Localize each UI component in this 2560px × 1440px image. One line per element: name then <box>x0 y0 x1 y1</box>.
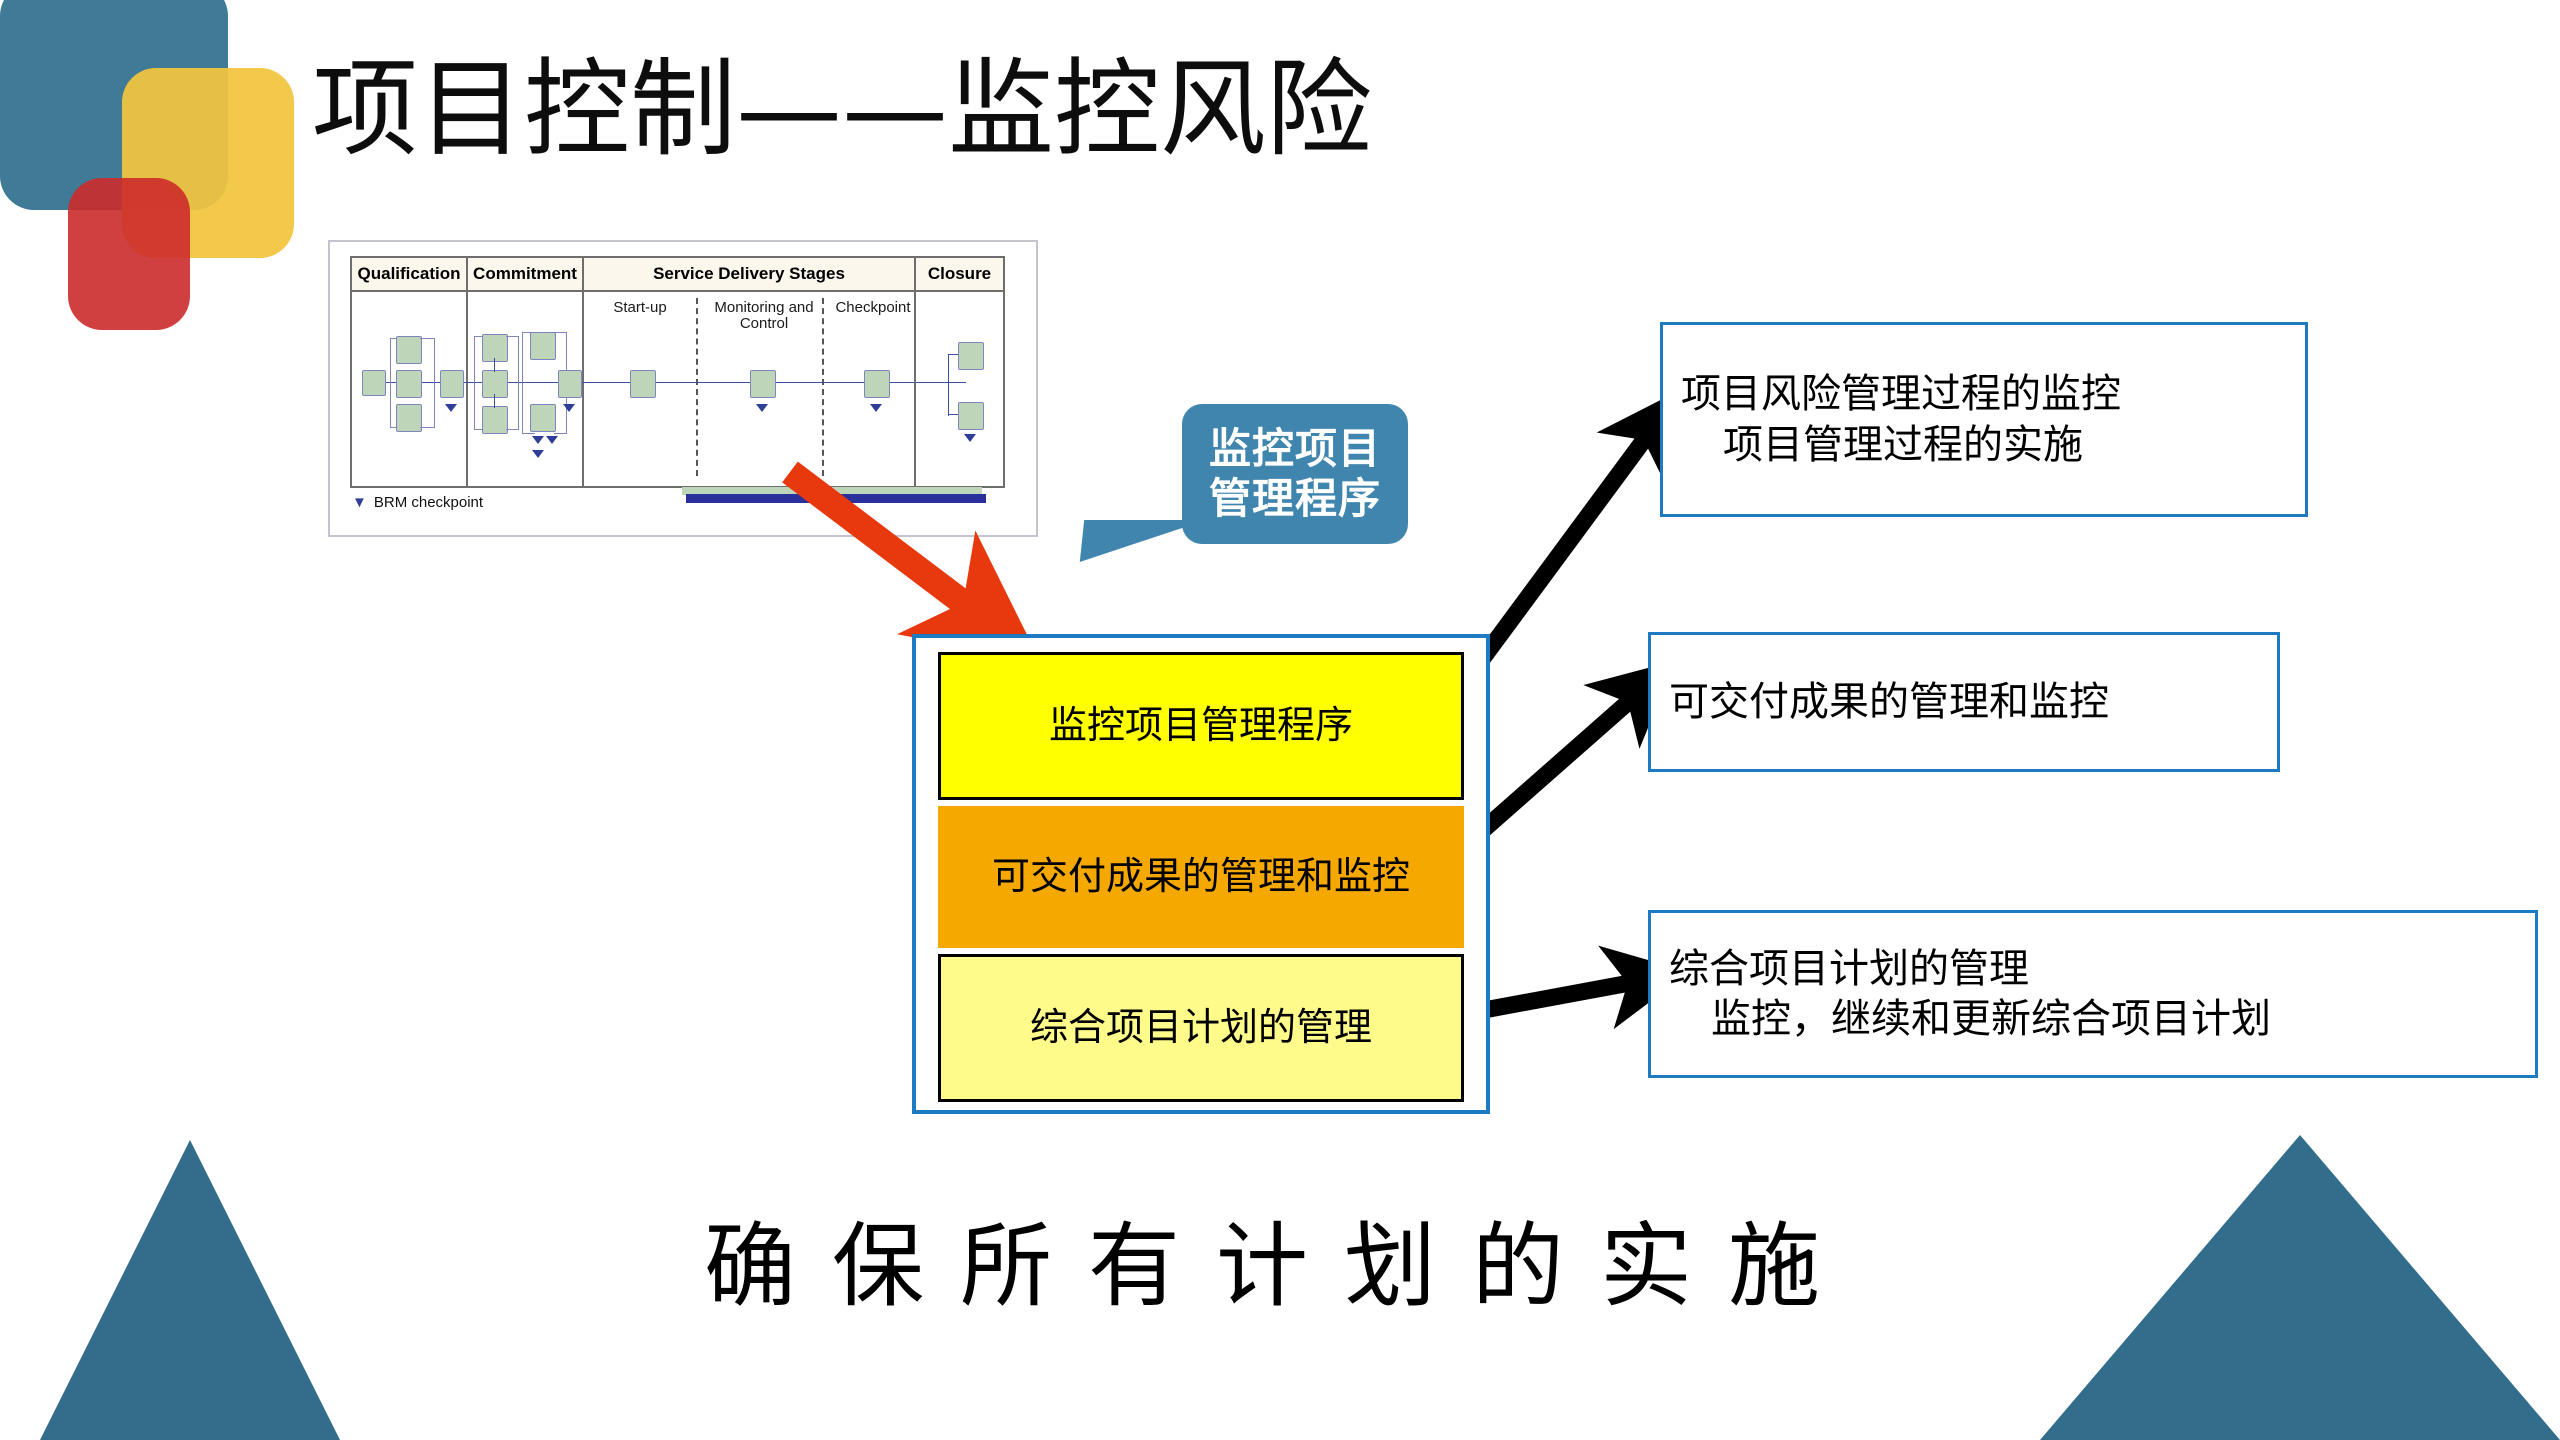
detail-box-3-line-2: 监控，继续和更新综合项目计划 <box>1711 996 2271 1042</box>
brm-legend-label: BRM checkpoint <box>373 494 484 511</box>
stack-item-integrated-plan-mgmt[interactable]: 综合项目计划的管理 <box>938 954 1464 1102</box>
brm-checkpoint-triangle <box>870 404 882 412</box>
page-title: 项目控制——监控风险 <box>312 48 1372 171</box>
brm-node <box>396 370 422 398</box>
brm-connector <box>948 414 960 415</box>
bubble-line-2: 管理程序 <box>1208 474 1381 523</box>
brm-checkpoint-triangle <box>563 404 575 412</box>
stack-item-monitor-process[interactable]: 监控项目管理程序 <box>938 652 1464 800</box>
detail-box-integrated-plan-management: 综合项目计划的管理 监控，继续和更新综合项目计划 <box>1648 910 2538 1078</box>
brm-substage-checkpoint: Checkpoint <box>835 299 911 316</box>
bubble-line-1: 监控项目 <box>1208 424 1381 474</box>
stack-item-deliverable-mgmt[interactable]: 可交付成果的管理和监控 <box>938 806 1464 948</box>
brm-node <box>958 402 984 430</box>
brm-checkpoint-triangle <box>546 436 558 444</box>
brm-legend: ▼ BRM checkpoint <box>352 494 483 511</box>
detail-box-risk-management: 项目风险管理过程的监控 项目管理过程的实施 <box>1660 322 2308 517</box>
brm-connector <box>494 394 495 408</box>
brm-checkpoint-triangle <box>532 450 544 458</box>
decor-triangle-right <box>2040 1135 2560 1440</box>
brm-bracket <box>420 338 435 428</box>
brm-spine-line <box>916 382 966 383</box>
slide-caption: 确保所有计划的实施 <box>703 1213 1856 1320</box>
brm-connector <box>494 358 495 372</box>
decor-square-red <box>68 178 190 330</box>
brm-node <box>750 370 776 398</box>
brm-dashed-divider <box>696 298 698 476</box>
brm-column-separator <box>466 258 468 486</box>
detail-box-1-line-2: 项目管理过程的实施 <box>1723 421 2083 468</box>
brm-table: Qualification Commitment Service Deliver… <box>350 256 1005 488</box>
brm-connector <box>948 354 949 416</box>
brm-header-commitment: Commitment <box>468 258 582 292</box>
brm-node <box>396 404 422 432</box>
brm-connector <box>948 354 960 355</box>
brm-node <box>530 332 556 360</box>
brm-node <box>630 370 656 398</box>
brm-band-blue <box>686 494 986 503</box>
brm-node <box>482 406 508 434</box>
brm-lifecycle-picture: Qualification Commitment Service Deliver… <box>328 240 1038 537</box>
process-stack: 监控项目管理程序 可交付成果的管理和监控 综合项目计划的管理 <box>912 634 1490 1114</box>
brm-node <box>396 336 422 364</box>
decor-triangle-left <box>40 1140 340 1440</box>
brm-node <box>958 342 984 370</box>
brm-node <box>864 370 890 398</box>
detail-box-1-line-1: 项目风险管理过程的监控 <box>1681 371 2121 418</box>
brm-node <box>530 404 556 432</box>
brm-header-closure: Closure <box>916 258 1003 292</box>
brm-substage-monitoring: Monitoring and Control <box>714 299 814 332</box>
brm-node <box>362 370 386 396</box>
brm-column-separator <box>914 258 916 486</box>
detail-box-2-line-1: 可交付成果的管理和监控 <box>1669 678 2109 725</box>
brm-dashed-divider <box>822 298 824 476</box>
brm-bracket <box>522 332 535 434</box>
brm-column-separator <box>582 258 584 486</box>
callout-bubble-monitor-process: 监控项目 管理程序 <box>1182 404 1408 544</box>
detail-box-deliverable-management: 可交付成果的管理和监控 <box>1648 632 2280 772</box>
brm-node <box>440 370 464 398</box>
brm-header-service-delivery: Service Delivery Stages <box>584 258 914 292</box>
brm-checkpoint-triangle <box>445 404 457 412</box>
brm-node <box>482 334 508 362</box>
brm-bracket <box>506 336 519 430</box>
brm-node <box>482 370 508 398</box>
brm-checkpoint-triangle <box>532 436 544 444</box>
brm-checkpoint-triangle <box>964 434 976 442</box>
brm-checkpoint-triangle <box>756 404 768 412</box>
brm-substage-startup: Start-up <box>613 299 667 316</box>
detail-box-3-line-1: 综合项目计划的管理 <box>1669 945 2029 992</box>
brm-node <box>558 370 582 398</box>
brm-checkpoint-triangle-icon: ▼ <box>352 494 367 511</box>
brm-bracket <box>474 336 487 430</box>
brm-header-qualification: Qualification <box>352 258 466 292</box>
